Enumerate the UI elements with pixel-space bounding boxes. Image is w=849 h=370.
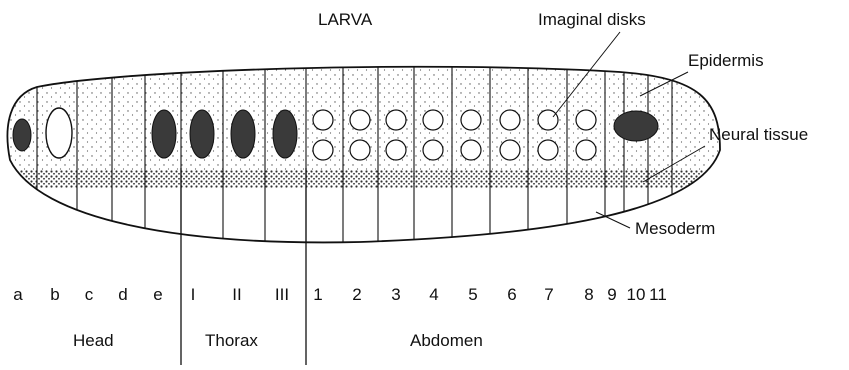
neural-tissue-label: Neural tissue bbox=[709, 125, 808, 144]
abdominal-histoblast bbox=[500, 140, 520, 160]
segment-label: 7 bbox=[544, 285, 553, 304]
segment-label: 3 bbox=[391, 285, 400, 304]
segment-label: 2 bbox=[352, 285, 361, 304]
segment-label: 10 bbox=[627, 285, 646, 304]
thoracic-disk bbox=[231, 110, 255, 158]
segment-label: 1 bbox=[313, 285, 322, 304]
neural-tissue-band bbox=[0, 170, 730, 188]
head-disk-open bbox=[46, 108, 72, 158]
abdominal-histoblast bbox=[423, 110, 443, 130]
abdominal-histoblast bbox=[576, 110, 596, 130]
thoracic-disk bbox=[273, 110, 297, 158]
abdominal-histoblast bbox=[350, 140, 370, 160]
imaginal-disks-label: Imaginal disks bbox=[538, 10, 646, 29]
genital-disk bbox=[614, 111, 658, 141]
abdominal-histoblast bbox=[350, 110, 370, 130]
abdominal-histoblast bbox=[500, 110, 520, 130]
segment-label: III bbox=[275, 285, 289, 304]
segment-label: I bbox=[191, 285, 196, 304]
segment-label: 5 bbox=[468, 285, 477, 304]
abdominal-histoblast bbox=[386, 140, 406, 160]
abdominal-histoblast bbox=[461, 140, 481, 160]
segment-label: 8 bbox=[584, 285, 593, 304]
segment-label: a bbox=[13, 285, 23, 304]
abdominal-histoblast bbox=[313, 140, 333, 160]
segment-label: d bbox=[118, 285, 127, 304]
segment-label: 6 bbox=[507, 285, 516, 304]
segment-label: b bbox=[50, 285, 59, 304]
abdomen-region-label: Abdomen bbox=[410, 331, 483, 350]
abdominal-histoblast bbox=[423, 140, 443, 160]
segment-label: II bbox=[232, 285, 241, 304]
abdominal-histoblast bbox=[313, 110, 333, 130]
abdominal-histoblast bbox=[576, 140, 596, 160]
segment-label: c bbox=[85, 285, 94, 304]
abdominal-histoblast bbox=[538, 140, 558, 160]
segment-label: 9 bbox=[607, 285, 616, 304]
segment-label: 4 bbox=[429, 285, 438, 304]
abdominal-histoblast bbox=[461, 110, 481, 130]
thoracic-disk bbox=[152, 110, 176, 158]
mesoderm-label: Mesoderm bbox=[635, 219, 715, 238]
segment-label: 11 bbox=[649, 285, 667, 304]
abdominal-histoblast bbox=[538, 110, 558, 130]
head-disk bbox=[13, 119, 31, 151]
diagram-title: LARVA bbox=[318, 10, 373, 29]
segment-label: e bbox=[153, 285, 162, 304]
epidermis-label: Epidermis bbox=[688, 51, 764, 70]
head-region-label: Head bbox=[73, 331, 114, 350]
thorax-region-label: Thorax bbox=[205, 331, 258, 350]
thoracic-disk bbox=[190, 110, 214, 158]
abdominal-histoblast bbox=[386, 110, 406, 130]
